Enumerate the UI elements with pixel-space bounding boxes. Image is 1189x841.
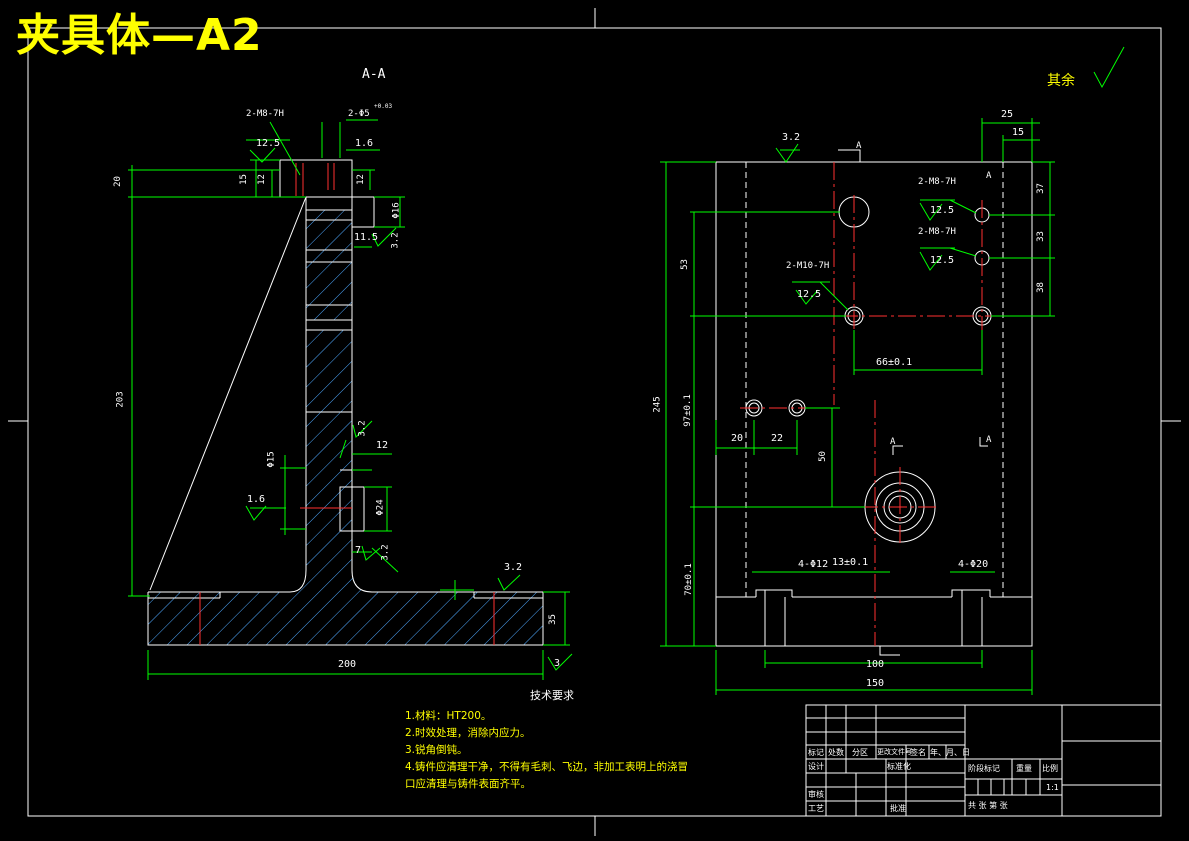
callout-roughness: 12.5 — [930, 255, 955, 266]
tb-label-sign: 签名 — [910, 748, 926, 757]
tb-standardize: 标准化 — [887, 762, 911, 771]
section-label: A-A — [362, 67, 386, 82]
note-item: 口应清理与铸件表面齐平。 — [405, 778, 531, 790]
callout-dim: 7 — [355, 545, 362, 556]
tb-review: 审核 — [808, 790, 824, 799]
title-block-grid — [805, 704, 1162, 817]
dim-37: 37 — [1035, 183, 1046, 194]
tb-label-mark: 标记 — [808, 748, 824, 757]
callout-roughness: 1.6 — [247, 494, 266, 505]
tb-scale-label: 比例 — [1042, 764, 1058, 773]
notes-title: 技术要求 — [530, 689, 574, 702]
dim-245: 245 — [652, 396, 663, 413]
tb-weight: 重量 — [1016, 764, 1032, 773]
section-mark: A — [986, 171, 992, 181]
finish-note: 其余 — [1047, 73, 1075, 89]
callout-bore: Φ15 — [266, 451, 277, 468]
dim-70: 70±0.1 — [683, 563, 694, 596]
tb-label-count: 处数 — [828, 748, 844, 757]
callout-roughness: 12.5 — [256, 138, 281, 149]
dim-38: 38 — [1035, 282, 1046, 293]
tb-label-change: 更改文件号 — [877, 748, 912, 756]
callout-roughness: 3.2 — [390, 232, 401, 249]
dim-base-thickness: 35 — [547, 614, 558, 625]
callout-thread: 2-M10-7H — [786, 261, 830, 271]
sheet-border — [8, 8, 1181, 836]
dim-50: 50 — [817, 451, 828, 462]
dim-53: 53 — [679, 259, 690, 270]
note-item: 4.铸件应清理干净，不得有毛刺、飞边，非加工表明上的浇冒 — [405, 761, 689, 773]
dim-15: 15 — [238, 174, 249, 185]
section-mark: A — [986, 435, 992, 445]
tb-stage-mark: 阶段标记 — [968, 764, 1000, 773]
column-upper-hatch — [306, 210, 352, 320]
callout-pin-tolerance: +0.03 — [374, 103, 393, 110]
dim-phi24: Φ24 — [375, 499, 386, 516]
dim-20: 20 — [731, 433, 744, 444]
dim-25: 25 — [1001, 109, 1014, 120]
tb-label-date: 年、月、日 — [930, 748, 970, 757]
callout-roughness: 1.6 — [355, 138, 374, 149]
section-mark: A — [890, 437, 896, 447]
dim-holes20: 4-Φ20 — [958, 559, 989, 570]
tb-scale: 1:1 — [1046, 783, 1059, 792]
dim-top: 20 — [112, 176, 123, 187]
section-mark: A — [856, 141, 862, 151]
dim-height: 203 — [115, 391, 126, 408]
dim-12: 12 — [355, 174, 366, 185]
callout-roughness: 3.2 — [357, 420, 368, 437]
tb-label-zone: 分区 — [852, 748, 868, 757]
dim-150: 150 — [866, 678, 885, 689]
front-view — [660, 46, 1125, 695]
note-item: 1.材料：HT200。 — [405, 710, 492, 722]
dim-100: 100 — [866, 659, 885, 670]
callout-thread: 2-M8-7H — [918, 227, 956, 237]
callout-roughness: 3.2 — [782, 132, 801, 143]
dim-holes12: 4-Φ12 — [798, 559, 829, 570]
callout-pin-hole: 2-Φ5 — [348, 109, 370, 119]
dim-22: 22 — [771, 433, 784, 444]
callout-dim: 12 — [376, 440, 389, 451]
callout-roughness: 3.2 — [380, 544, 391, 561]
dim-width: 200 — [338, 659, 357, 670]
section-view-a-a — [128, 119, 573, 680]
tb-process: 工艺 — [808, 804, 824, 813]
dim-phi16: Φ16 — [391, 202, 402, 219]
callout-roughness: 3 — [554, 658, 561, 669]
dim-13: 13±0.1 — [832, 557, 869, 568]
tb-design: 设计 — [808, 762, 824, 771]
callout-roughness: 12.5 — [930, 205, 955, 216]
callout-thread: 2-M8-7H — [918, 177, 956, 187]
note-item: 3.锐角倒钝。 — [405, 744, 468, 756]
tb-sheets: 共 张 第 张 — [968, 801, 1008, 810]
dim-66: 66±0.1 — [876, 357, 913, 368]
callout-roughness: 3.2 — [504, 562, 523, 573]
callout-dim: 11.5 — [354, 232, 379, 243]
sheet-title: 夹具体—A2 — [16, 10, 263, 61]
dim-97: 97±0.1 — [682, 394, 693, 427]
callout-thread-left: 2-M8-7H — [246, 109, 284, 119]
dim-33: 33 — [1035, 231, 1046, 242]
callout-roughness: 12.5 — [797, 289, 822, 300]
dim-15: 15 — [1012, 127, 1025, 138]
technical-notes: 1.材料：HT200。 2.时效处理，消除内应力。 3.锐角倒钝。 4.铸件应清… — [405, 708, 688, 793]
dim-12: 12 — [256, 174, 267, 185]
note-item: 2.时效处理，消除内应力。 — [405, 727, 531, 739]
base-section-hatch — [148, 592, 543, 645]
tb-approve: 批准 — [890, 804, 906, 813]
